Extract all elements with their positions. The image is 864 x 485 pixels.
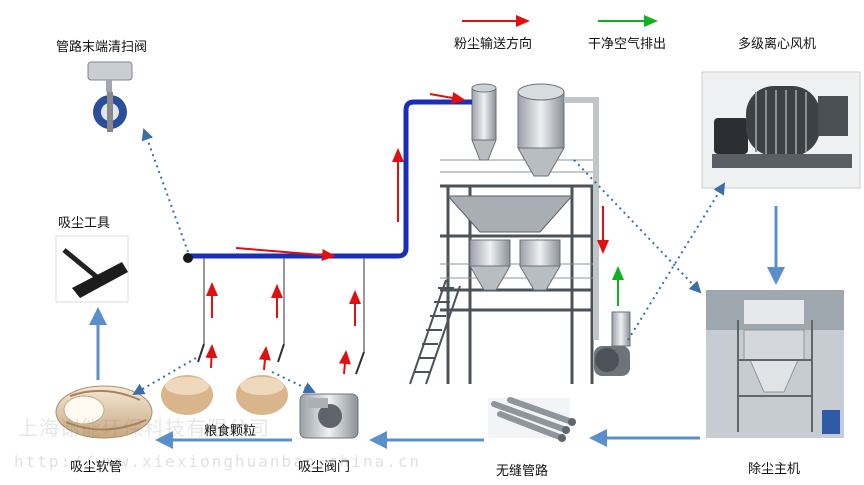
dust-collector-host-icon — [706, 290, 844, 438]
legend-dust-flow-label: 粉尘输送方向 — [454, 37, 533, 52]
dust-host-label: 除尘主机 — [748, 462, 801, 477]
legend-clean-air-label: 干净空气排出 — [588, 37, 667, 52]
company-watermark: 上海谢能环保科技有限公司 — [18, 416, 270, 440]
end-valve-label: 管路末端清扫阀 — [56, 40, 148, 55]
suction-hose-label: 吸尘软管 — [70, 460, 123, 475]
central-dust-plant-illustration — [409, 83, 631, 385]
suction-tool-icon — [55, 235, 129, 303]
url-watermark: http://www.xiexionghuanbao.china.cn — [14, 452, 422, 471]
seamless-pipe-icon — [488, 397, 576, 442]
centrifugal-fan-icon — [701, 71, 861, 189]
grain-bowl-icon — [161, 375, 213, 415]
grain-bowl-icon — [236, 375, 288, 415]
main-conveying-pipe — [183, 99, 472, 375]
grain-label: 粮食颗粒 — [204, 424, 257, 439]
suction-valve-label: 吸尘阀门 — [298, 460, 351, 475]
seamless-pipe-label: 无缝管路 — [496, 464, 549, 479]
dust-flow-arrows — [205, 92, 609, 375]
suction-tool-label: 吸尘工具 — [58, 216, 111, 231]
suction-valve-icon — [299, 393, 359, 439]
process-flow-arrows — [89, 206, 785, 449]
fan-label: 多级离心风机 — [738, 37, 817, 52]
suction-hose-icon — [55, 385, 153, 439]
dotted-callout-arrows — [132, 128, 726, 396]
end-sweep-valve-icon — [87, 61, 133, 132]
